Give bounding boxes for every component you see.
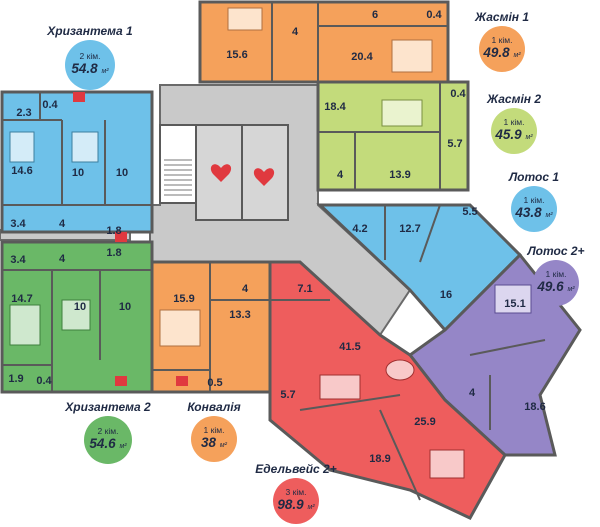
label-khryzantema-1[interactable]: Хризантема 1 2 кім. 54.8 м²: [42, 24, 138, 90]
apartment-name: Конвалія: [187, 400, 241, 414]
label-khryzantema-2[interactable]: Хризантема 2 2 кім. 54.6 м²: [56, 400, 160, 464]
apartment-name: Едельвейс 2+: [255, 462, 337, 476]
room-area: 20.4: [351, 51, 373, 63]
room-area: 0.4: [42, 99, 58, 111]
room-area: 10: [116, 167, 128, 179]
room-area: 15.6: [226, 49, 247, 61]
label-zhasmin-1[interactable]: Жасмін 1 1 кім. 49.8 м²: [462, 10, 542, 72]
label-edelveis-2[interactable]: Едельвейс 2+ 3 кім. 98.9 м²: [250, 462, 342, 524]
apartment-konvaliia[interactable]: [150, 260, 272, 394]
rooms-count: 1 кім.: [503, 116, 525, 127]
apartment-zhasmin-2[interactable]: [316, 80, 470, 192]
apartment-name: Жасмін 2: [486, 92, 542, 106]
room-area: 1.9: [8, 373, 23, 385]
room-area: 18.4: [324, 101, 346, 113]
apartment-area: 54.8 м²: [71, 60, 109, 76]
room-area: 15.9: [173, 293, 194, 305]
apartment-name: Лотос 2+: [527, 244, 585, 258]
room-area: 14.7: [11, 293, 32, 305]
apartment-name: Лотос 1: [508, 170, 560, 184]
apartment-badge: 1 кім. 38 м²: [191, 416, 237, 462]
room-area: 13.3: [229, 309, 250, 321]
apartment-badge: 1 кім. 45.9 м²: [491, 108, 537, 154]
room-area: 4: [469, 387, 476, 399]
label-konvaliia[interactable]: Конвалія 1 кім. 38 м²: [176, 400, 252, 462]
room-area: 10: [74, 301, 86, 313]
rooms-count: 1 кім.: [523, 194, 545, 205]
room-area: 41.5: [339, 341, 360, 353]
room-area: 18.6: [524, 401, 545, 413]
room-area: 0.4: [36, 375, 52, 387]
room-area: 3.4: [10, 218, 26, 230]
room-area: 6: [372, 9, 378, 21]
apartment-name: Хризантема 1: [47, 24, 133, 38]
room-area: 1.8: [106, 225, 121, 237]
apartment-badge: 1 кім. 43.8 м²: [511, 186, 557, 232]
room-area: 0.4: [426, 9, 442, 21]
apartment-name: Жасмін 1: [474, 10, 530, 24]
room-area: 5.7: [280, 389, 295, 401]
room-area: 12.7: [399, 223, 420, 235]
room-area: 7.1: [297, 283, 312, 295]
room-area: 0.5: [207, 377, 222, 389]
room-area: 18.9: [369, 453, 390, 465]
label-lotos-2[interactable]: Лотос 2+ 1 кім. 49.6 м²: [516, 244, 596, 306]
rooms-count: 1 кім.: [491, 34, 513, 45]
label-lotos-1[interactable]: Лотос 1 1 кім. 43.8 м²: [494, 170, 574, 232]
elevator-heart-icon-2: [253, 168, 275, 186]
apartment-khryzantema-1[interactable]: [0, 90, 154, 234]
room-area: 2.3: [16, 107, 31, 119]
room-area: 14.6: [11, 165, 32, 177]
room-area: 3.4: [10, 254, 26, 266]
apartment-area: 43.8 м²: [515, 204, 553, 220]
apartment-khryzantema-2[interactable]: [0, 240, 154, 394]
room-area: 25.9: [414, 416, 435, 428]
label-zhasmin-2[interactable]: Жасмін 2 1 кім. 45.9 м²: [474, 92, 554, 154]
room-area: 16: [440, 289, 452, 301]
rooms-count: 2 кім.: [79, 50, 101, 61]
apartment-area: 98.9 м²: [277, 496, 315, 512]
room-area: 5.5: [462, 206, 477, 218]
room-area: 4.2: [352, 223, 367, 235]
rooms-count: 1 кім.: [203, 424, 225, 435]
room-area: 5.7: [447, 138, 462, 150]
apartment-area: 49.8 м²: [483, 44, 521, 60]
apartment-area: 45.9 м²: [495, 126, 533, 142]
apartment-badge: 2 кім. 54.6 м²: [84, 416, 132, 464]
room-area: 10: [72, 167, 84, 179]
room-area: 4: [59, 253, 66, 265]
apartment-badge: 2 кім. 54.8 м²: [65, 40, 115, 90]
room-area: 1.8: [106, 247, 121, 259]
apartment-edelveis-2[interactable]: [268, 260, 507, 520]
apartment-badge: 1 кім. 49.8 м²: [479, 26, 525, 72]
apartment-badge: 1 кім. 49.6 м²: [533, 260, 579, 306]
room-area: 0.4: [450, 88, 466, 100]
rooms-count: 1 кім.: [545, 268, 567, 279]
room-area: 4: [292, 26, 299, 38]
room-area: 4: [59, 218, 66, 230]
stairwell: [159, 124, 197, 204]
room-area: 4: [242, 283, 249, 295]
elevator-heart-icon: [210, 164, 232, 182]
rooms-count: 3 кім.: [285, 486, 307, 497]
common-corridor: [0, 84, 412, 337]
apartment-area: 49.6 м²: [537, 278, 575, 294]
room-area: 4: [337, 169, 344, 181]
apartment-name: Хризантема 2: [65, 400, 151, 414]
room-area: 10: [119, 301, 131, 313]
room-area: 15.1: [504, 298, 525, 310]
window-markers: [73, 92, 188, 386]
rooms-count: 2 кім.: [97, 425, 119, 436]
apartment-badge: 3 кім. 98.9 м²: [273, 478, 319, 524]
apartment-zhasmin-1[interactable]: [198, 0, 450, 84]
room-area: 13.9: [389, 169, 410, 181]
apartment-area: 54.6 м²: [89, 435, 127, 451]
apartment-area: 38 м²: [201, 434, 227, 450]
